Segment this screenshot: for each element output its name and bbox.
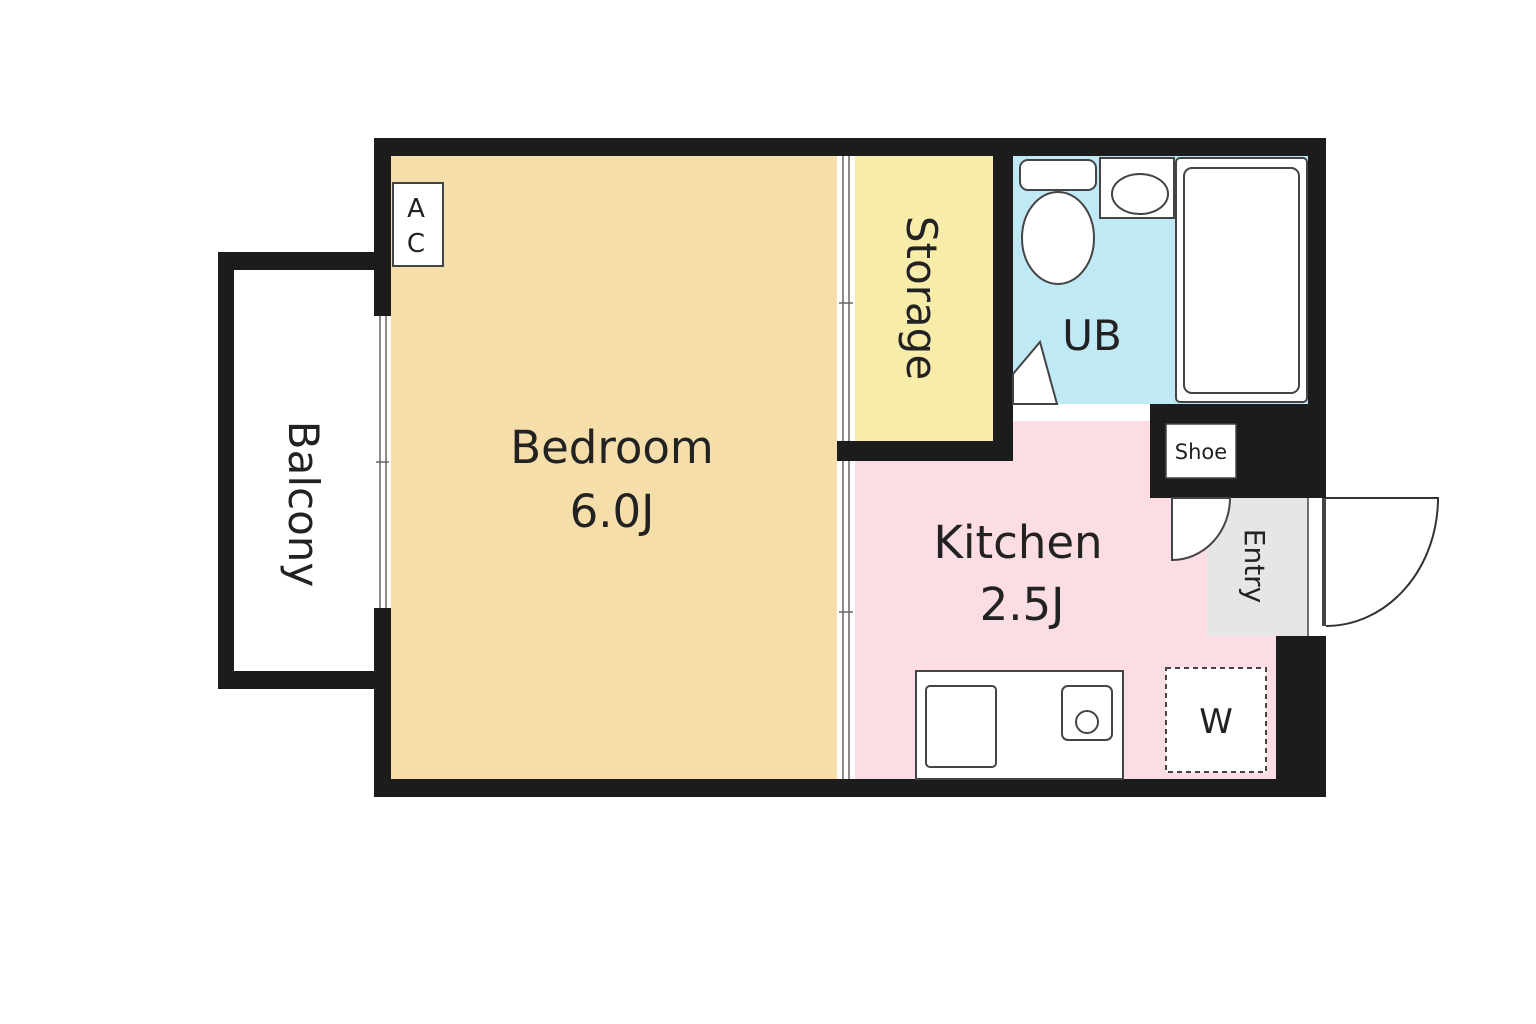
kitchen-label: Kitchen xyxy=(933,516,1102,569)
storage-floor xyxy=(855,156,993,441)
balcony-label: Balcony xyxy=(279,421,328,587)
front-door xyxy=(1307,497,1440,636)
ac-label-a: A xyxy=(407,194,425,224)
bedroom-floor xyxy=(391,156,837,779)
ac-label-c: C xyxy=(407,229,425,259)
kitchen-door-swing xyxy=(1171,497,1232,562)
balcony xyxy=(218,252,378,689)
bath-label: UB xyxy=(1062,311,1122,360)
sink-basin xyxy=(1099,157,1175,219)
toilet xyxy=(1019,159,1097,285)
washer-space xyxy=(1165,667,1267,773)
storage-label: Storage xyxy=(897,216,946,380)
kitchen-sliding-door xyxy=(837,461,855,779)
storage-sliding-door xyxy=(837,156,855,441)
kitchen-counter xyxy=(915,670,1124,780)
bedroom-size: 6.0J xyxy=(570,485,655,538)
bedroom-label: Bedroom xyxy=(510,421,714,474)
shoe-label: Shoe xyxy=(1175,440,1227,464)
bath-threshold xyxy=(1013,404,1150,421)
entry-label: Entry xyxy=(1238,529,1271,604)
kitchen-size: 2.5J xyxy=(980,578,1065,631)
balcony-window xyxy=(374,316,391,608)
shoe-cabinet xyxy=(1165,423,1237,479)
bath-door-swing xyxy=(1012,339,1059,405)
washer-label: W xyxy=(1199,702,1233,742)
bathtub xyxy=(1175,157,1308,403)
air-conditioner xyxy=(392,182,444,267)
